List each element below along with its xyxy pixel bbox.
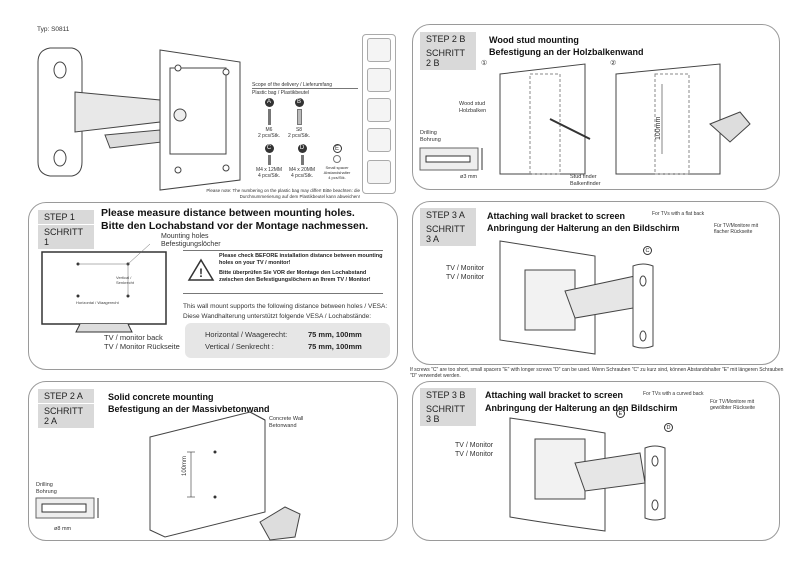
step2b-drill-de: Bohrung <box>420 137 441 143</box>
drill-icon <box>367 38 391 62</box>
concrete-label-de: Betonwand <box>269 423 297 429</box>
step3b-title-en: Attaching wall bracket to screen <box>485 390 624 400</box>
step2b-de: SCHRITT 2 B <box>420 46 476 70</box>
scope-title: Scope of the delivery / Lieferumfang <box>252 82 333 88</box>
step3a-en: STEP 3 A <box>420 208 476 222</box>
flat-label: For TVs with a flat back <box>652 211 705 217</box>
screen-bracket-illustration-3a <box>499 240 654 355</box>
curved-label: For TVs with a curved back <box>643 391 704 397</box>
step2b-num1: ① <box>481 60 488 67</box>
step2b-drill: Drilling <box>420 130 437 136</box>
part-e: E Small spacer Abstandshalter 4 pcs/Stk. <box>323 144 351 180</box>
tools-strip <box>362 34 396 194</box>
step2a-title-de: Befestigung an der Massivbetonwand <box>108 404 270 414</box>
step2a-en: STEP 2 A <box>38 389 94 403</box>
vesa-h-label: Horizontal / Waagerecht: <box>205 330 288 339</box>
svg-text:!: ! <box>199 266 203 280</box>
warning-icon: ! <box>187 258 215 281</box>
step3b-d-marker: D <box>664 423 673 432</box>
vesa-v-label: Vertical / Senkrecht : <box>205 342 274 351</box>
flat-label-de: Für TV/Monitore mit flacher Rückseite <box>714 223 759 235</box>
step3b-tv-de: TV / Monitor <box>455 451 494 458</box>
step1-title-en: Please measure distance between mounting… <box>101 207 355 219</box>
stud-label: Wood stud <box>459 101 486 107</box>
vesa-v-value: 75 mm, 100mm <box>308 342 362 351</box>
support-en: This wall mount supports the following d… <box>183 303 388 310</box>
part-a: A M6 2 pcs/Stk. <box>258 98 280 139</box>
step2b-en: STEP 2 B <box>420 32 476 46</box>
step2b-title-de: Befestigung an der Holzbalkenwand <box>489 47 644 57</box>
finder-label: Stud finder <box>570 174 597 180</box>
finder-label-de: Balkenfinder <box>570 181 601 187</box>
screen-bracket-illustration-3b <box>509 417 666 532</box>
step3a-tv-de: TV / Monitor <box>446 274 485 281</box>
concrete-wall-illustration <box>149 411 301 541</box>
tv-back-illustration <box>41 243 167 333</box>
holes-label: Mounting holes <box>161 233 209 240</box>
step2a-drill: Drilling <box>36 482 53 488</box>
scope-bag: Plastic bag / Plastikbeutel <box>252 90 309 96</box>
tv-back-label: TV / monitor back <box>104 333 163 342</box>
type-label: Typ: S0811 <box>37 26 70 33</box>
holes-label-de: Befestigungslöcher <box>161 241 221 248</box>
spacer-note: If screws "C" are too short, small space… <box>410 367 784 379</box>
step2a-dim: 100mm <box>182 455 188 476</box>
bracket-illustration <box>37 47 241 191</box>
step1-title-de: Bitte den Lochabstand vor der Montage na… <box>101 220 369 232</box>
step3b-e-marker: E <box>616 409 625 418</box>
step2b-dim: 100mm <box>655 116 662 140</box>
step2a-drill-de: Bohrung <box>36 489 57 495</box>
support-de: Diese Wandhalterung unterstützt folgende… <box>183 313 372 320</box>
step2a-diam: ø8 mm <box>54 526 72 532</box>
step3a-title-en: Attaching wall bracket to screen <box>487 211 626 221</box>
concrete-label: Concrete Wall <box>269 416 304 422</box>
part-b: B S8 2 pcs/Stk. <box>288 98 310 139</box>
wrench-icon <box>367 128 391 152</box>
step3b-tv: TV / Monitor <box>455 442 494 449</box>
warning-en: Please check BEFORE installation distanc… <box>219 253 383 266</box>
person-icon <box>367 160 391 184</box>
screwdriver-icon <box>367 68 391 92</box>
parts-grid: A M6 2 pcs/Stk. B S8 2 pcs/Stk. C M4 x 1… <box>254 98 354 188</box>
horizontal-label: Horizontal / Waagerecht <box>76 300 119 305</box>
step1-de: SCHRITT 1 <box>38 225 94 249</box>
step3b-en: STEP 3 B <box>420 388 476 402</box>
part-c: C M4 x 12MM 4 pcs/Stk. <box>255 144 283 179</box>
curved-label-de: Für TV/Monitore mit gewölbter Rückseite <box>710 399 756 411</box>
drill-depth-diagram-2b <box>419 147 483 171</box>
vertical-label: Vertical / Senkrecht <box>116 275 135 285</box>
step3a-tv: TV / Monitor <box>446 265 485 272</box>
step2a-title-en: Solid concrete mounting <box>108 392 214 402</box>
step3a-c-marker: C <box>643 246 652 255</box>
vesa-box <box>185 323 390 358</box>
warning-de: Bitte überprüfen Sie VOR der Montage den… <box>219 270 371 283</box>
part-d: D M4 x 20MM 4 pcs/Stk. <box>288 144 316 179</box>
drill-depth-diagram-2a <box>35 497 99 519</box>
vesa-h-value: 75 mm, 100mm <box>308 330 362 339</box>
step1-en: STEP 1 <box>38 210 94 224</box>
step3a-title-de: Anbringung der Halterung an den Bildschi… <box>487 223 680 233</box>
step2b-num2: ② <box>610 60 617 67</box>
scope-note: Please note: The numbering on the plasti… <box>206 188 360 199</box>
step2b-title-en: Wood stud mounting <box>489 35 579 45</box>
step2a-de: SCHRITT 2 A <box>38 404 94 428</box>
step2b-diam: ø3 mm <box>460 174 478 180</box>
stud-label-de: Holzbalken <box>459 108 487 114</box>
step3a-de: SCHRITT 3 A <box>420 222 476 246</box>
level-icon <box>367 98 391 122</box>
step3b-title-de: Anbringung der Halterung an den Bildschi… <box>485 403 678 413</box>
tv-back-label-de: TV / Monitor Rückseite <box>104 342 180 351</box>
wood-stud-illustration <box>499 63 751 175</box>
step3b-de: SCHRITT 3 B <box>420 402 476 426</box>
